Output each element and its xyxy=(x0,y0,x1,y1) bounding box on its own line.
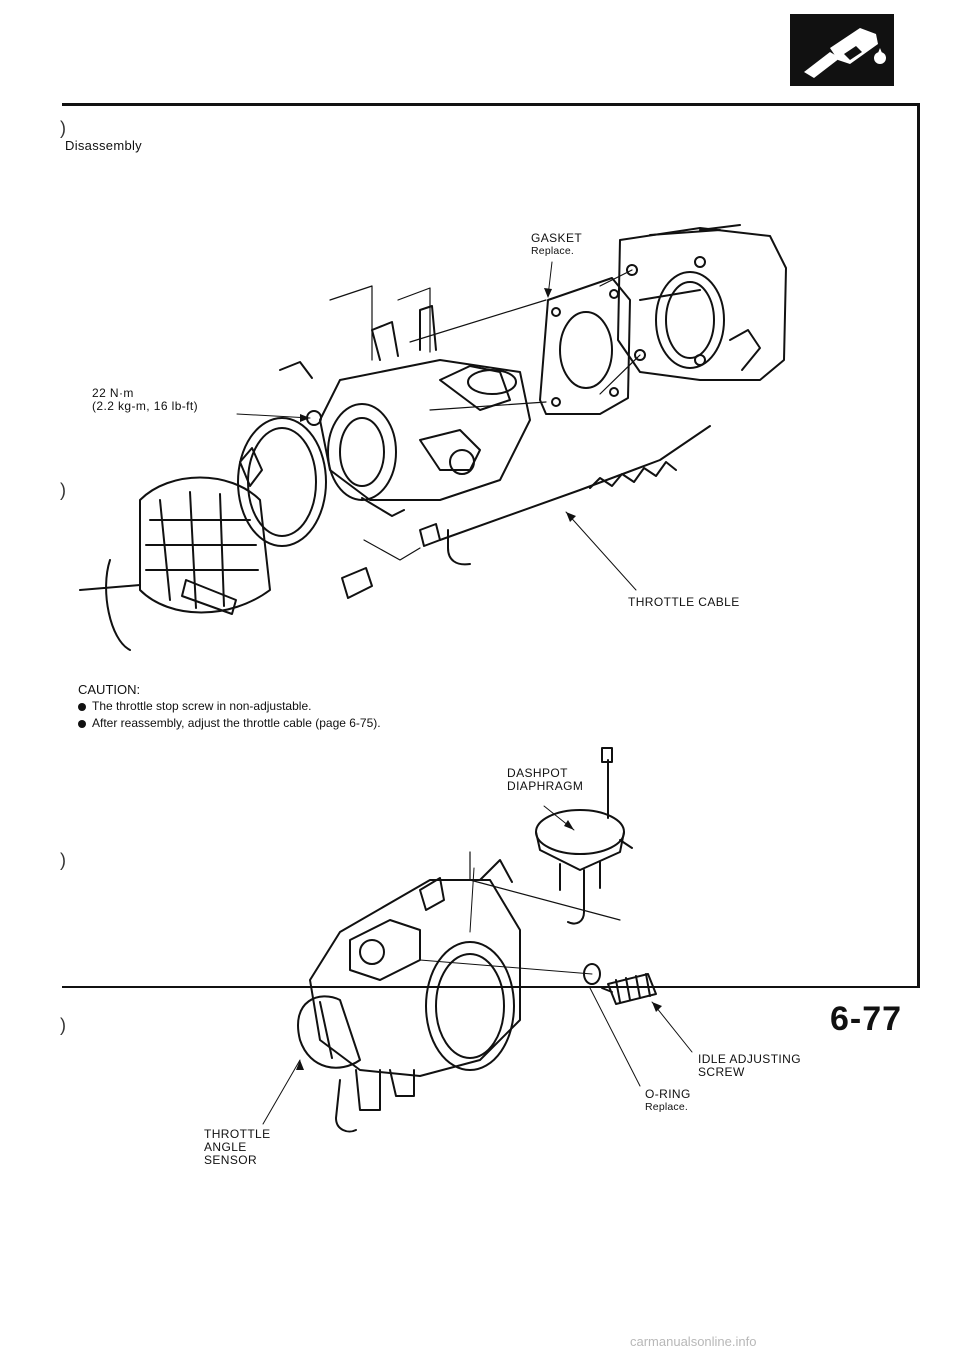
idle-screw-line1: IDLE ADJUSTING xyxy=(698,1052,801,1066)
torque-spec-nm: 22 N·m xyxy=(92,386,134,400)
caution-item-text: The throttle stop screw in non-adjustabl… xyxy=(92,699,312,713)
caution-item: The throttle stop screw in non-adjustabl… xyxy=(78,698,381,715)
o-ring-note: Replace. xyxy=(645,1101,689,1113)
bullet-icon xyxy=(78,702,86,711)
dashpot-line2: DIAPHRAGM xyxy=(507,779,584,793)
dashpot-diaphragm-label: DASHPOT DIAPHRAGM xyxy=(507,767,583,793)
caution-heading: CAUTION: xyxy=(78,682,141,697)
caution-block: CAUTION: The throttle stop screw in non-… xyxy=(78,681,381,732)
torque-spec-alt: (2.2 kg-m, 16 lb-ft) xyxy=(92,399,199,413)
binder-mark: ) xyxy=(60,1015,66,1035)
o-ring-label: O-RING Replace. xyxy=(645,1088,691,1114)
gasket-name: GASKET xyxy=(531,231,583,245)
caution-item-text: After reassembly, adjust the throttle ca… xyxy=(92,716,381,730)
bullet-icon xyxy=(78,719,86,728)
gasket-label: GASKET Replace. xyxy=(531,232,582,258)
fuel-nozzle-icon xyxy=(790,14,894,86)
page-frame-right xyxy=(917,103,920,987)
throttle-angle-sensor-label: THROTTLE ANGLE SENSOR xyxy=(204,1128,271,1167)
binder-mark: ) xyxy=(60,850,66,870)
page-frame-bottom xyxy=(62,986,920,988)
throttle-cable-label: THROTTLE CABLE xyxy=(628,595,740,609)
o-ring-name: O-RING xyxy=(645,1087,691,1101)
tas-line1: THROTTLE xyxy=(204,1127,271,1141)
watermark: carmanualsonline.info xyxy=(630,1334,757,1349)
caution-item: After reassembly, adjust the throttle ca… xyxy=(78,715,381,732)
tas-line3: SENSOR xyxy=(204,1153,258,1167)
binder-mark: ) xyxy=(60,118,66,138)
idle-screw-line2: SCREW xyxy=(698,1065,745,1079)
binder-mark: ) xyxy=(60,480,66,500)
dashpot-line1: DASHPOT xyxy=(507,766,568,780)
tas-line2: ANGLE xyxy=(204,1140,247,1154)
section-title: Disassembly xyxy=(65,138,142,153)
page-number: 6-77 xyxy=(830,1000,903,1038)
idle-adjusting-screw-label: IDLE ADJUSTING SCREW xyxy=(698,1053,801,1079)
gasket-note: Replace. xyxy=(531,245,575,257)
torque-spec-label: 22 N·m (2.2 kg-m, 16 lb-ft) xyxy=(92,387,198,413)
page-frame-top xyxy=(62,103,920,106)
